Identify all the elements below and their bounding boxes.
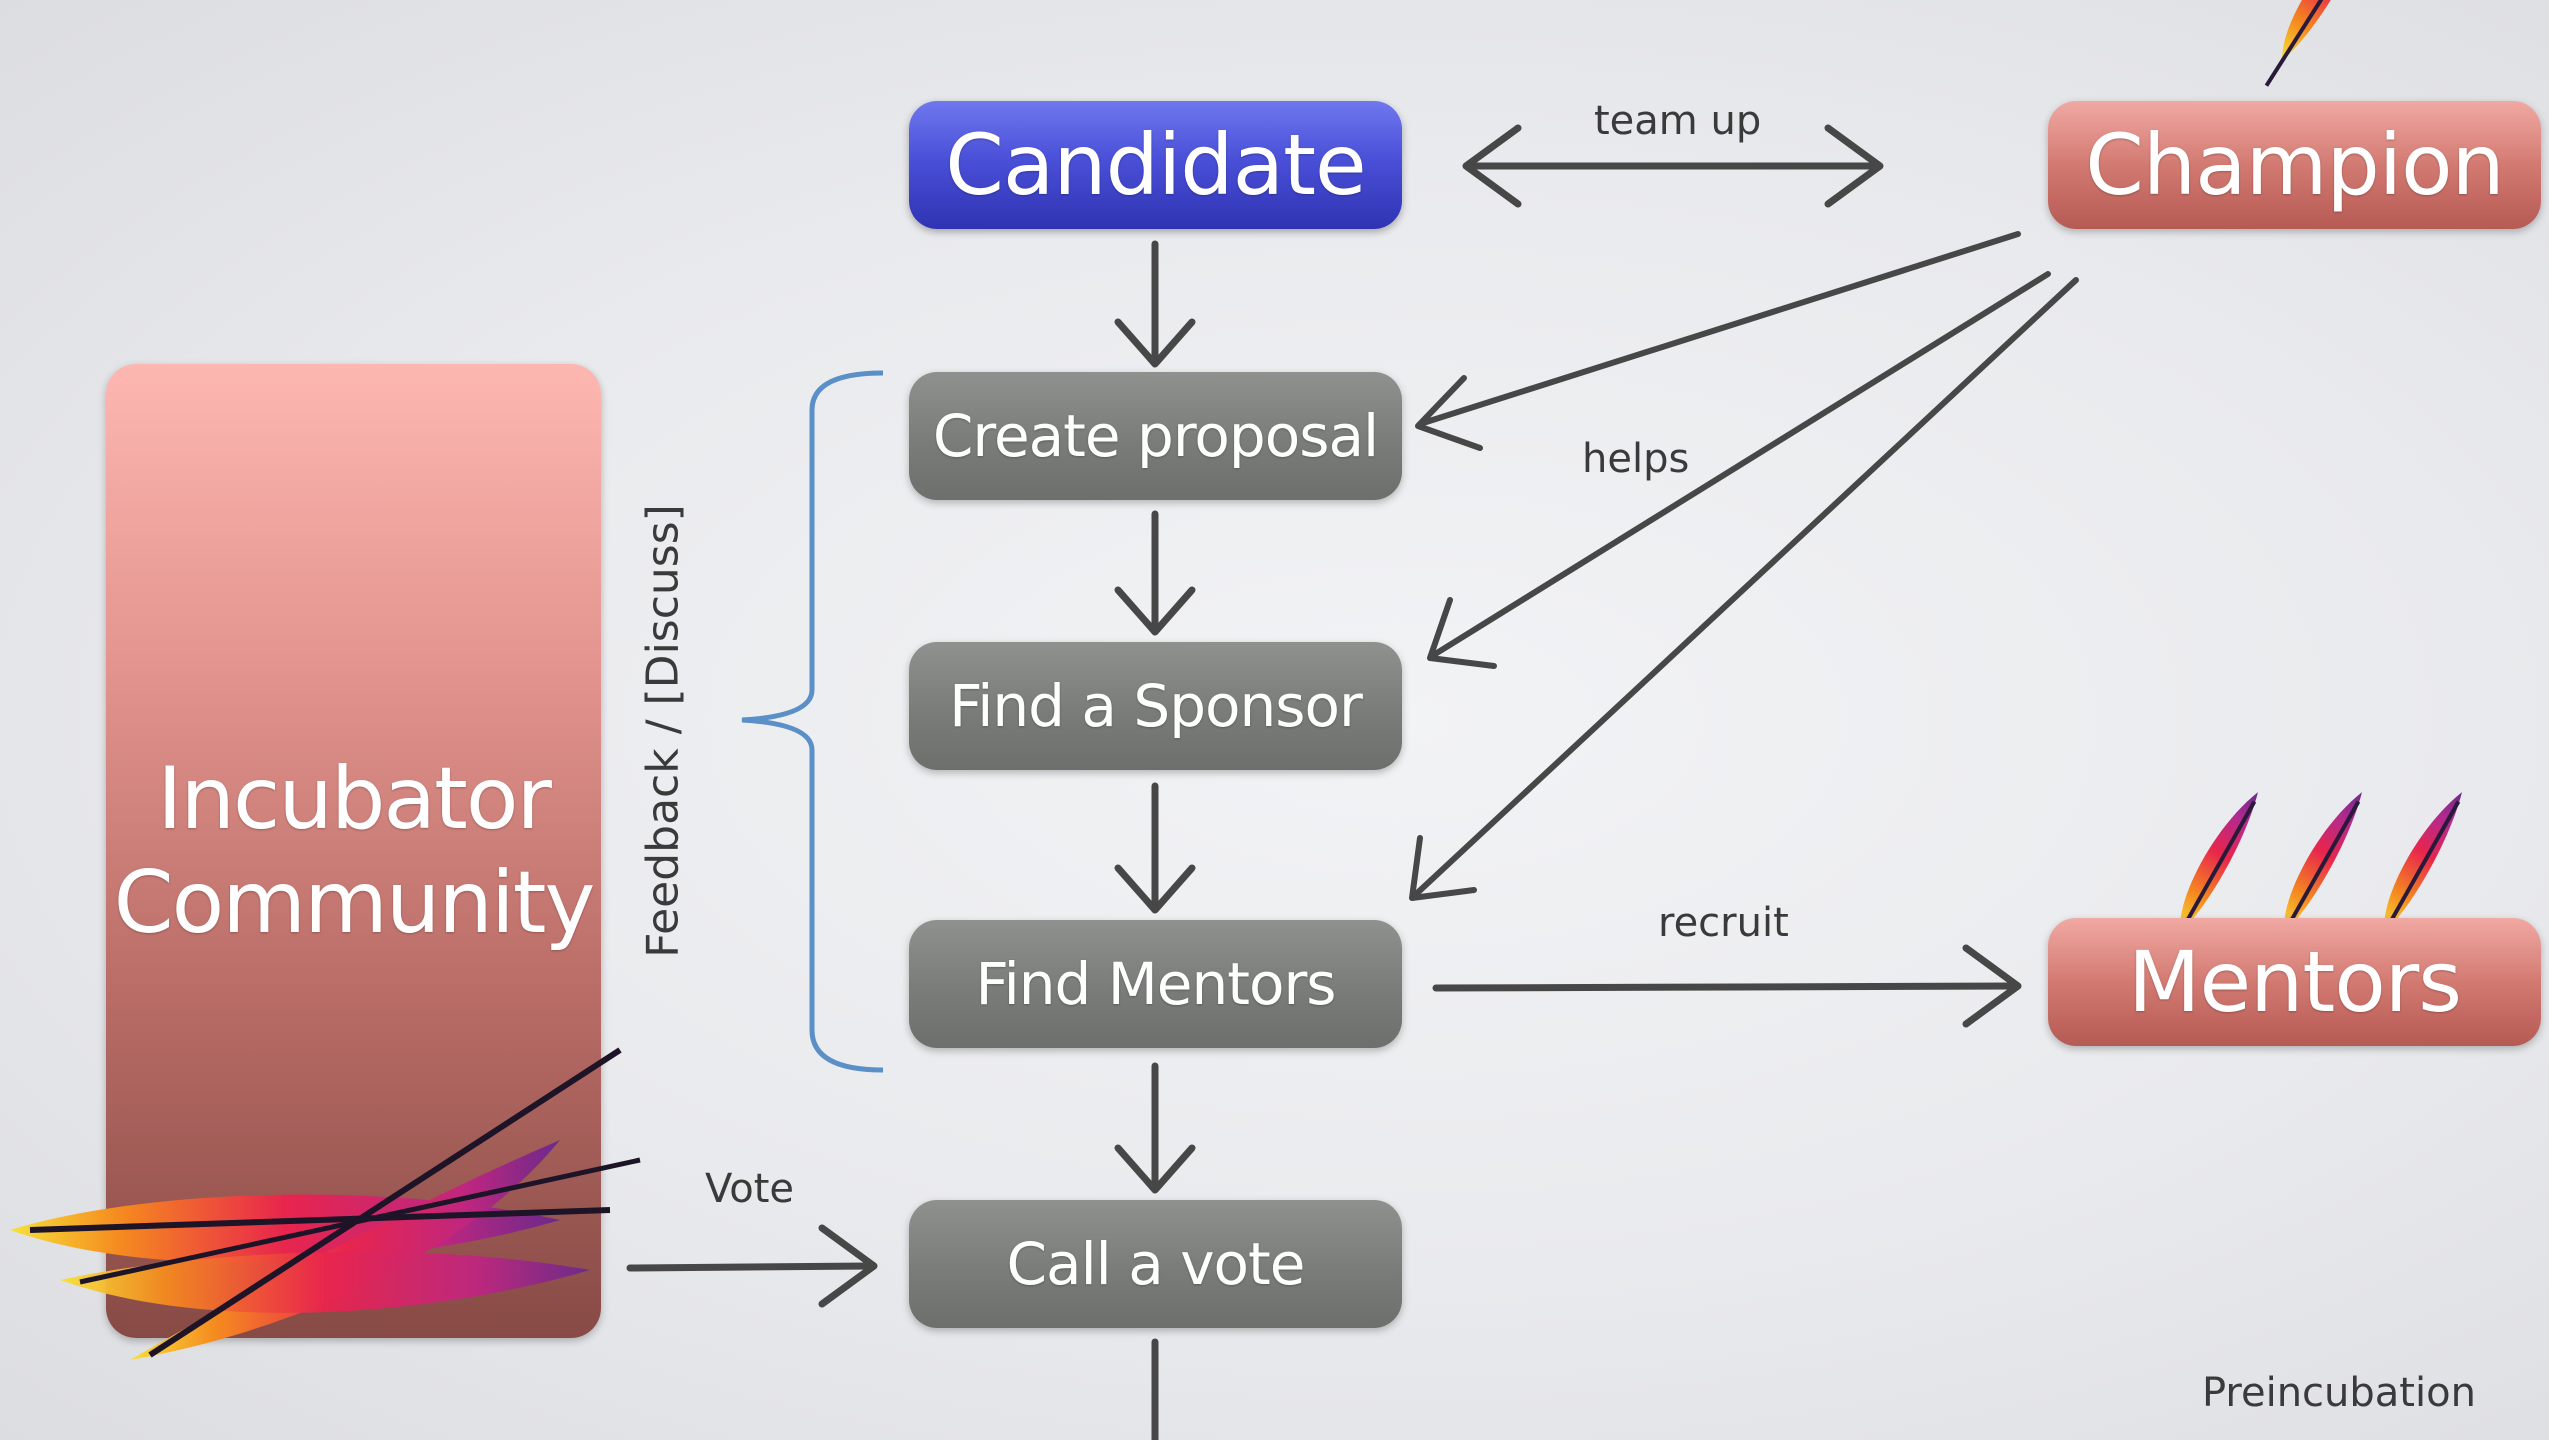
arrow-proposal-to-sponsor bbox=[1114, 510, 1196, 636]
find-sponsor-box: Find a Sponsor bbox=[909, 642, 1402, 770]
create-proposal-box: Create proposal bbox=[909, 372, 1402, 500]
arrow-sponsor-to-mentors bbox=[1114, 782, 1196, 914]
candidate-label: Candidate bbox=[945, 116, 1366, 214]
incubator-label-line1: Incubator bbox=[157, 749, 552, 849]
helps-label: helps bbox=[1582, 436, 1690, 482]
team-up-label: team up bbox=[1594, 98, 1762, 144]
champion-box: Champion bbox=[2048, 101, 2541, 229]
champion-label: Champion bbox=[2085, 116, 2504, 214]
find-sponsor-label: Find a Sponsor bbox=[949, 672, 1363, 740]
apache-feather-icon bbox=[2264, 0, 2368, 87]
mentors-label: Mentors bbox=[2127, 933, 2462, 1031]
candidate-box: Candidate bbox=[909, 101, 1402, 229]
helps-arrow-proposal bbox=[1415, 231, 2021, 451]
call-vote-label: Call a vote bbox=[1006, 1230, 1306, 1298]
find-mentors-label: Find Mentors bbox=[975, 950, 1336, 1018]
recruit-arrow bbox=[1432, 944, 2022, 1028]
recruit-label: recruit bbox=[1658, 900, 1789, 946]
helps-arrow-sponsor bbox=[1427, 271, 2051, 669]
team-up-arrow bbox=[1462, 124, 1884, 208]
vote-label: Vote bbox=[705, 1166, 795, 1212]
arrow-candidate-to-proposal bbox=[1114, 240, 1196, 368]
arrow-mentors-to-vote bbox=[1114, 1062, 1196, 1194]
mentors-box: Mentors bbox=[2048, 918, 2541, 1046]
flow-arrows bbox=[1114, 240, 1196, 1440]
vote-arrow bbox=[626, 1224, 878, 1308]
helps-arrows bbox=[1409, 231, 2079, 901]
feedback-bracket bbox=[741, 370, 884, 1073]
find-mentors-box: Find Mentors bbox=[909, 920, 1402, 1048]
helps-arrow-mentors bbox=[1409, 277, 2079, 901]
incubator-label-line2: Community bbox=[113, 853, 596, 953]
apache-feather-icon bbox=[10, 1047, 641, 1360]
create-proposal-label: Create proposal bbox=[932, 402, 1379, 470]
feedback-discuss-label: Feedback / [Discuss] bbox=[637, 504, 689, 958]
preincubation-label: Preincubation bbox=[2202, 1370, 2476, 1416]
call-vote-box: Call a vote bbox=[909, 1200, 1402, 1328]
